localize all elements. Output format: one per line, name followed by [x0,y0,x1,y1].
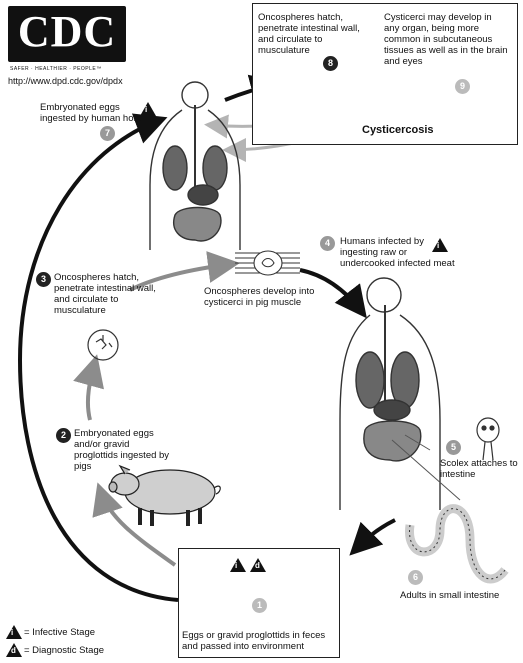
diagnostic-stage-icon-1: d [250,556,266,574]
human-host-figure-top [150,82,240,250]
stage-1-badge: 1 [252,598,267,613]
pig-figure [109,466,220,526]
source-url: http://www.dpd.cdc.gov/dpdx [8,76,123,87]
stage-6-label: Adults in small intestine [400,590,520,601]
cysticercus-pig-muscle [235,251,300,275]
cdc-logo-text: CDC [8,6,126,58]
stage-5-label: Scolex attaches to intestine [440,458,520,480]
infective-stage-icon-1: i [230,556,246,574]
stage-6-badge: 6 [408,570,423,585]
cdc-tagline: SAFER · HEALTHIER · PEOPLE™ [10,66,102,72]
diagnostic-stage-icon: d [6,643,22,657]
stage-2-badge: 2 [56,428,71,443]
stage-7-badge: 7 [100,126,115,141]
legend-infective: i = Infective Stage [6,624,104,640]
stage-9-badge: 9 [455,79,470,94]
infective-stage-icon-7: i [140,100,156,118]
stage-8-label: Oncospheres hatch, penetrate intestinal … [258,12,366,56]
stage-9-label: Cysticerci may develop in any organ, bei… [384,12,509,67]
legend-diagnostic-text: = Diagnostic Stage [24,645,104,656]
legend: i = Infective Stage d = Diagnostic Stage [6,624,104,658]
stage-3-badge: 3 [36,272,51,287]
stage-2-label: Embryonated eggs and/or gravid proglotti… [74,428,174,472]
infective-stage-icon: i [6,625,22,639]
cdc-logo: CDC [8,6,126,62]
legend-infective-text: = Infective Stage [24,627,95,638]
infective-stage-icon-4: i [432,236,448,254]
stage-5-badge: 5 [446,440,461,455]
stage-1-label: Eggs or gravid proglottids in feces and … [182,630,332,652]
legend-diagnostic: d = Diagnostic Stage [6,642,104,658]
arrow-adults-to-eggs [355,520,395,550]
cysticercosis-title: Cysticercosis [362,124,434,136]
stage-7-label: Embryonated eggs ingested by human host [40,102,148,124]
stage-8-badge: 8 [323,56,338,71]
oncosphere-left [88,330,118,360]
arrow-pig-to-egg [88,362,95,420]
stage-3-label: Oncospheres hatch, penetrate intestinal … [54,272,169,316]
scolex-figure [477,418,499,460]
adult-tapeworm [410,509,505,579]
stage-4-badge: 4 [320,236,335,251]
cysticerci-pig-label: Oncospheres develop into cysticerci in p… [204,286,329,308]
